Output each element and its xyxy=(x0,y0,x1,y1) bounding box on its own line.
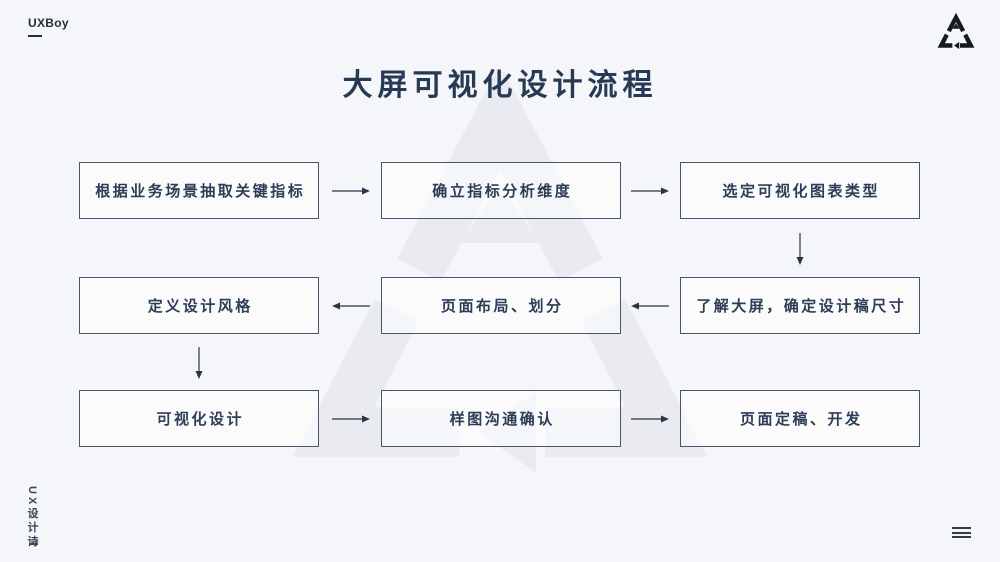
arrow-down-icon xyxy=(796,233,804,265)
arrow-right-icon xyxy=(631,415,669,423)
arrow-left-icon xyxy=(631,302,669,310)
brand-underline xyxy=(28,35,42,37)
flow-step-3: 选定可视化图表类型 xyxy=(680,162,920,219)
triangle-cycle-logo-icon xyxy=(936,13,976,50)
flow-step-5: 页面布局、划分 xyxy=(381,277,621,334)
hamburger-menu-icon[interactable] xyxy=(952,527,971,538)
flow-step-2: 确立指标分析维度 xyxy=(381,162,621,219)
brand-logotype: UXBoy xyxy=(28,16,69,30)
arrow-right-icon xyxy=(332,415,370,423)
arrow-left-icon xyxy=(332,302,370,310)
arrow-down-icon xyxy=(195,347,203,379)
flow-step-8: 样图沟通确认 xyxy=(381,390,621,447)
arrow-right-icon xyxy=(332,187,370,195)
arrow-right-icon xyxy=(631,187,669,195)
flow-step-4: 了解大屏，确定设计稿尺寸 xyxy=(680,277,920,334)
flow-step-7: 可视化设计 xyxy=(79,390,319,447)
flow-step-9: 页面定稿、开发 xyxy=(680,390,920,447)
page-title: 大屏可视化设计流程 xyxy=(342,69,658,102)
footer-dash xyxy=(29,543,38,545)
flow-step-6: 定义设计风格 xyxy=(79,277,319,334)
flow-step-1: 根据业务场景抽取关键指标 xyxy=(79,162,319,219)
footer-vertical-text: UX设计诗 xyxy=(26,486,38,550)
